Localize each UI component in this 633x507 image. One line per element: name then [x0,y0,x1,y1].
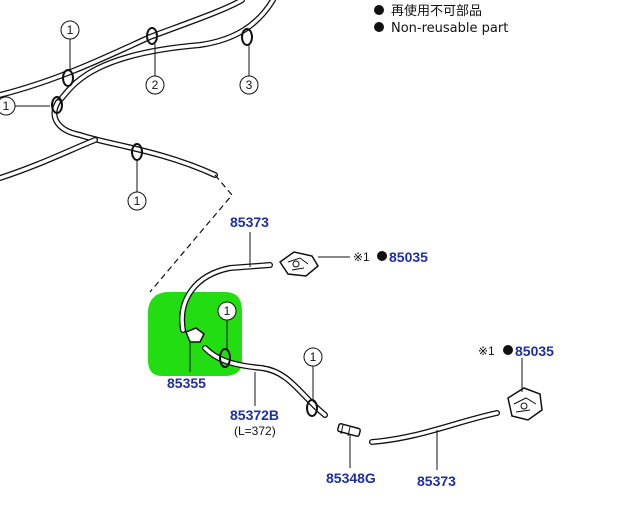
middle-hoses [179,251,543,445]
callout-1: 1 [3,99,10,113]
part-label-85355[interactable]: 85355 [167,375,206,391]
nozzle-85035-icon [278,251,319,277]
callouts-middle: 1 1 [217,301,323,400]
non-reusable-icon [503,345,513,355]
part-label-85373-top[interactable]: 85373 [230,214,269,230]
clamp-icon [241,28,253,46]
part-label-85373-bottom[interactable]: 85373 [417,473,456,489]
connector-85355-icon [185,327,205,343]
check-valve-85348g-icon [337,422,361,438]
note-mark: ※1 [353,250,370,264]
part-labels: 85373 ※1 85035 ※1 85035 85355 85372B (L=… [167,214,554,489]
part-label-85035-right[interactable]: 85035 [515,343,554,359]
clamp-icon [306,399,318,417]
note-mark: ※1 [478,344,495,358]
dashed-guide-line [149,174,233,293]
part-label-85372b[interactable]: 85372B [230,407,279,423]
part-label-85035-top[interactable]: 85035 [389,249,428,265]
callout-1: 1 [134,194,141,208]
clamp-icon [219,348,231,368]
legend-line-japanese: 再使用不可部品 [391,3,482,19]
upper-hose-harness [0,0,276,181]
callout-2: 2 [152,78,159,92]
legend-bullet-icon [374,22,384,32]
callout-1: 1 [224,304,231,318]
callout-1: 1 [67,23,74,37]
nozzle-85035-icon [507,387,543,421]
part-label-85348g[interactable]: 85348G [326,470,376,486]
callout-3: 3 [246,78,253,92]
clamp-icon [51,96,63,114]
callouts-upper: 1 1 2 3 1 [0,20,259,211]
clamp-icon [62,69,74,87]
legend: 再使用不可部品 Non-reusable part [374,3,508,36]
legend-bullet-icon [374,5,384,15]
legend-line-english: Non-reusable part [391,21,508,36]
part-length-85372b: (L=372) [234,424,276,438]
leader-lines [189,232,523,470]
non-reusable-icon [377,251,387,261]
clamp-icon [146,27,158,45]
callout-1: 1 [310,350,317,364]
